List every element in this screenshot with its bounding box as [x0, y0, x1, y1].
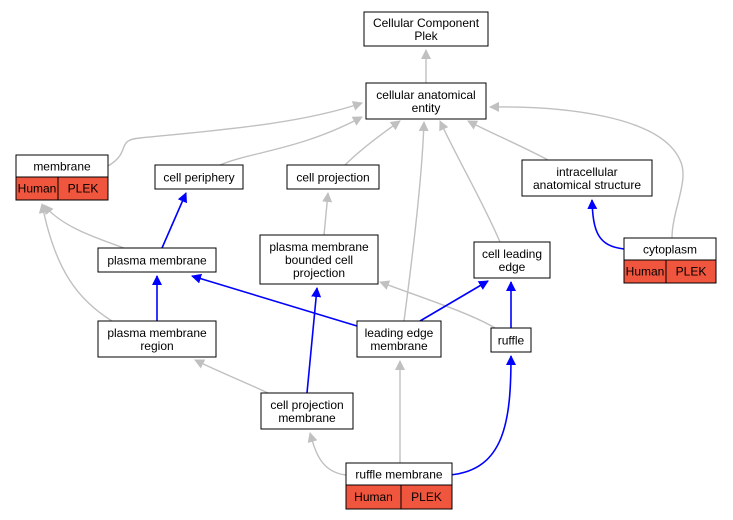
edge-lem-to-plasma-membrane [191, 273, 358, 327]
species-gene-badge: Human PLEK [15, 176, 109, 201]
node-plasma-membrane[interactable]: plasma membrane [97, 247, 217, 273]
node-box [365, 82, 487, 120]
edge-cell-leading-edge-to-cae [439, 120, 501, 243]
edge-lem-to-cell-leading-edge [419, 280, 489, 322]
node-label-line: Plek [414, 29, 438, 43]
node-label-line: membrane [370, 339, 428, 353]
node-label-line: membrane [33, 160, 91, 174]
edge-lem-to-cae [403, 121, 429, 322]
edge-cell-projection-to-cae [344, 120, 401, 166]
node-label-line: ruffle membrane [355, 468, 442, 482]
node-label-line: entity [412, 101, 441, 115]
node-box [260, 392, 354, 430]
node-box [490, 327, 532, 353]
node-label-line: cellular anatomical [376, 88, 475, 102]
edge-ruffle-membrane-to-cpm [307, 432, 347, 476]
node-box [473, 241, 551, 279]
species-cell-label: Human [626, 265, 665, 279]
edge-pmbcp-to-cell-projection [322, 192, 333, 236]
node-label-line: plasma membrane [269, 240, 369, 254]
gene-cell-label: PLEK [68, 182, 99, 196]
node-label-line: membrane [278, 411, 336, 425]
node-label-line: cell leading [482, 247, 542, 261]
edge-cell-periphery-to-cae [219, 116, 363, 166]
node-label-line: cell projection [296, 171, 369, 185]
node-label-line: cytoplasm [643, 243, 697, 257]
edge-plasma-membrane-to-membrane [43, 204, 125, 249]
gene-cell [665, 259, 717, 284]
gene-cell-label: PLEK [676, 265, 707, 279]
edge-ruffle-membrane-to-ruffle [449, 355, 516, 476]
node-label-line: leading edge [365, 326, 434, 340]
edge-cpm-to-pmbcp [306, 287, 322, 394]
gene-cell-label: PLEK [411, 490, 442, 504]
node-label-line: bounded cell [285, 253, 353, 267]
edge-ias-to-cae [467, 120, 549, 161]
edge-pm-region-to-membrane [38, 203, 113, 322]
node-box [259, 234, 379, 285]
edge-cytoplasm-to-ias [587, 199, 625, 250]
node-cell-periphery[interactable]: cell periphery [154, 164, 244, 190]
gene-cell [57, 176, 109, 201]
edge-cytoplasm-to-cae [489, 101, 684, 239]
node-ruffle[interactable]: ruffle [490, 327, 532, 353]
node-label-line: projection [293, 266, 345, 280]
edge-ruffle-to-pmbcp [379, 280, 496, 329]
edge-plasma-membrane-to-cell-periphery [161, 192, 187, 249]
node-label-line: region [140, 339, 173, 353]
gene-cell [400, 484, 453, 510]
node-label-line: intracellular [556, 165, 617, 179]
node-label-line: ruffle [498, 334, 525, 348]
node-box [356, 320, 442, 358]
edge-membrane-to-cae [107, 101, 363, 167]
species-gene-badge: Human PLEK [623, 259, 717, 284]
node-label-line: plasma membrane [107, 254, 207, 268]
node-box [286, 164, 380, 190]
node-label-line: plasma membrane [107, 326, 207, 340]
node-box [363, 11, 489, 47]
node-label-line: anatomical structure [533, 178, 641, 192]
node-box [97, 320, 217, 358]
node-label-line: edge [499, 260, 526, 274]
node-label-line: cell periphery [163, 171, 234, 185]
node-box [97, 247, 217, 273]
node-label-line: Cellular Component [373, 16, 480, 30]
node-box [154, 164, 244, 190]
node-box [521, 159, 653, 197]
species-gene-badge: Human PLEK [345, 484, 453, 510]
node-cell-projection[interactable]: cell projection [286, 164, 380, 190]
edge-cpm-to-pm-region [194, 359, 269, 394]
species-cell-label: Human [18, 182, 57, 196]
node-label-line: cell projection [270, 398, 343, 412]
species-cell-label: Human [354, 490, 393, 504]
